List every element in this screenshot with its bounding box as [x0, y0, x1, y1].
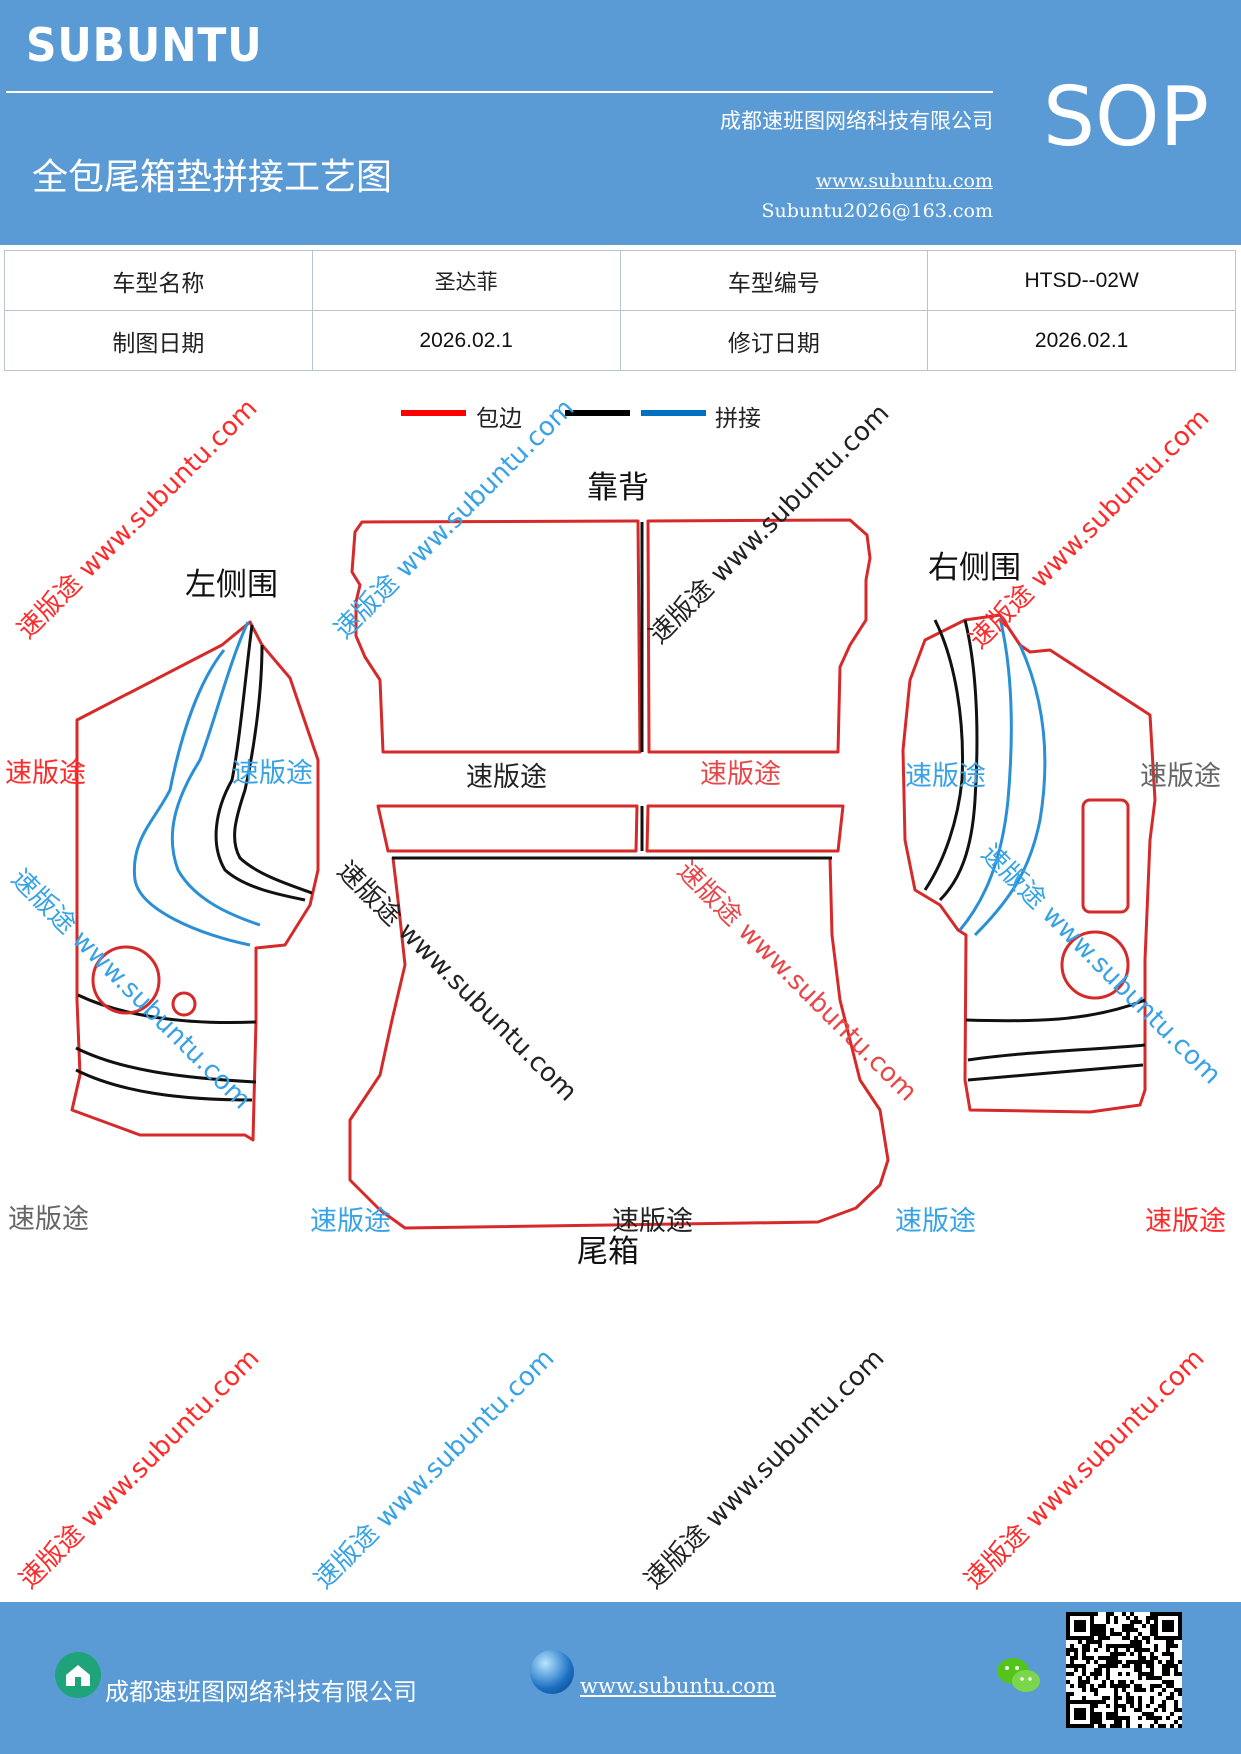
watermark-url: 速版途 www.subuntu.com: [12, 393, 264, 645]
left-black-splice-4: [75, 1046, 257, 1084]
watermark-url: 速版途 www.subuntu.com: [5, 864, 257, 1116]
middle-strip-right-outline: [645, 804, 845, 853]
left-circle-small: [171, 991, 197, 1017]
table-row: 制图日期 2026.02.1 修订日期 2026.02.1: [4, 310, 1236, 371]
info-table: 车型名称 圣达菲 车型编号 HTSD--02W 制图日期 2026.02.1 修…: [4, 250, 1236, 371]
watermark-url: 速版途 www.subuntu.com: [671, 856, 923, 1108]
left-blue-splice-1: [132, 649, 251, 947]
left-black-splice-1: [214, 624, 306, 902]
legend: 包边 拼接: [401, 406, 761, 432]
watermark-url: 速版途 www.subuntu.com: [964, 403, 1216, 655]
house-icon: [55, 1652, 101, 1698]
watermark-url: 速版途 www.subuntu.com: [639, 1343, 891, 1595]
right-black-splice-5: [967, 1063, 1144, 1082]
left-black-splice-5: [75, 1068, 253, 1102]
watermark-url: 速版途 www.subuntu.com: [644, 398, 896, 650]
model-name-value: 圣达菲: [311, 250, 621, 311]
backrest-right-outline: [646, 518, 872, 754]
watermark-text: 速版途: [466, 762, 547, 793]
watermark-url: 速版途 www.subuntu.com: [331, 856, 583, 1108]
watermark-url: 速版途 www.subuntu.com: [14, 1343, 266, 1595]
watermark-text: 速版途: [8, 1204, 89, 1235]
legend-label-splice: 拼接: [715, 406, 761, 432]
trunk-floor-outline: [348, 856, 890, 1230]
watermark-text: 速版途: [1145, 1206, 1226, 1237]
header-url-link[interactable]: www.subuntu.com: [815, 170, 993, 192]
label-right-side: 右侧围: [928, 550, 1021, 586]
watermark-text: 速版途: [700, 759, 781, 790]
wechat-icon[interactable]: [995, 1654, 1043, 1698]
revise-date-label: 修订日期: [619, 310, 929, 371]
table-row: 车型名称 圣达菲 车型编号 HTSD--02W: [4, 250, 1236, 311]
label-left-side: 左侧围: [185, 567, 278, 603]
qr-code[interactable]: [1066, 1612, 1182, 1728]
left-black-splice-2: [233, 644, 313, 895]
header-company: 成都速班图网络科技有限公司: [720, 109, 993, 133]
middle-strip-left-outline: [376, 804, 639, 853]
left-panel-outline: [70, 620, 320, 1142]
right-black-splice-2: [938, 619, 979, 902]
header-email: Subuntu2026@163.com: [761, 200, 993, 222]
right-panel-outline: [901, 613, 1157, 1114]
watermark-text: 速版途: [895, 1206, 976, 1237]
document-title: 全包尾箱垫拼接工艺图: [32, 157, 393, 198]
draw-date-value: 2026.02.1: [311, 310, 621, 371]
right-blue-splice-1: [958, 617, 1013, 931]
watermark-url: 速版途 www.subuntu.com: [309, 1343, 561, 1595]
brand-logo: SUBUNTU: [26, 18, 263, 72]
watermark-url: 速版途 www.subuntu.com: [959, 1343, 1211, 1595]
watermark-text: 速版途: [612, 1206, 693, 1237]
right-black-splice-1: [923, 619, 964, 891]
model-name-label: 车型名称: [4, 250, 313, 311]
footer-url-link[interactable]: www.subuntu.com: [580, 1674, 776, 1698]
right-circle-large: [1060, 930, 1130, 1000]
header-banner: SUBUNTU 成都速班图网络科技有限公司 全包尾箱垫拼接工艺图 www.sub…: [0, 0, 1241, 245]
footer-banner: 成都速班图网络科技有限公司 www.subuntu.com: [0, 1602, 1241, 1754]
label-trunk: 尾箱: [577, 1234, 639, 1270]
legend-label-edge: 包边: [476, 406, 522, 432]
watermark-text: 速版途: [232, 758, 313, 789]
globe-icon: [530, 1650, 574, 1694]
left-black-splice-3: [77, 993, 257, 1024]
watermark-url: 速版途 www.subuntu.com: [329, 393, 581, 645]
right-blue-splice-2: [973, 644, 1047, 937]
revise-date-value: 2026.02.1: [927, 310, 1236, 371]
label-back: 靠背: [587, 470, 649, 506]
watermark-text: 速版途: [1140, 761, 1221, 792]
sop-tag: SOP: [1043, 70, 1210, 165]
draw-date-label: 制图日期: [4, 310, 313, 371]
watermark-text: 速版途: [905, 761, 986, 792]
backrest-left-outline: [350, 519, 642, 754]
right-black-splice-3: [965, 998, 1146, 1023]
model-code-label: 车型编号: [619, 250, 929, 311]
watermark-text: 速版途: [5, 758, 86, 789]
left-circle-large: [91, 945, 161, 1015]
footer-company: 成都速班图网络科技有限公司: [105, 1678, 417, 1706]
right-rect-cutout: [1081, 798, 1130, 914]
model-code-value: HTSD--02W: [927, 250, 1236, 311]
watermark-url: 速版途 www.subuntu.com: [975, 839, 1227, 1091]
left-blue-splice-2: [170, 621, 261, 927]
right-black-splice-4: [967, 1043, 1146, 1062]
header-divider: [6, 91, 993, 93]
watermark-text: 速版途: [310, 1206, 391, 1237]
splice-diagram: 包边 拼接 靠背 左侧围 右侧围 尾箱: [5, 393, 1227, 1595]
